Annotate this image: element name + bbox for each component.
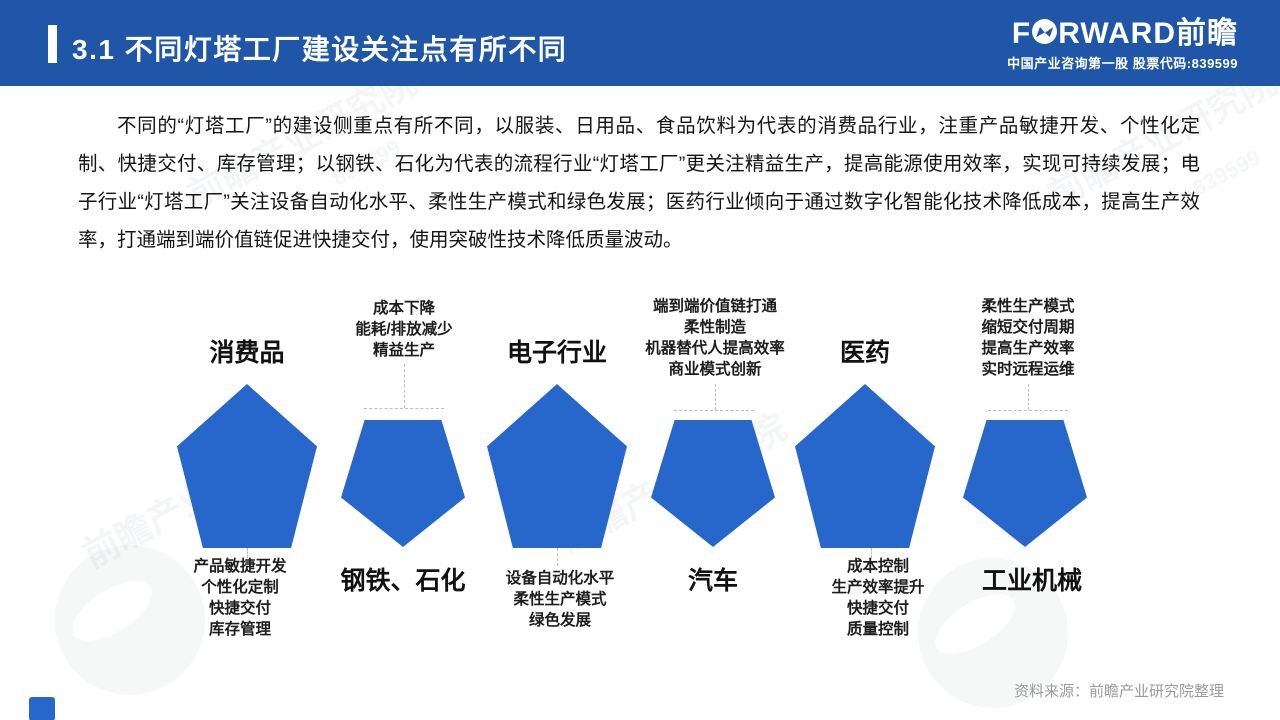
industry-label-electronics: 电子行业 <box>506 339 608 367</box>
point-item: 快捷交付 <box>208 600 272 617</box>
logo-cn-name: 前瞻 <box>1176 17 1238 50</box>
points-consumer-goods: 产品敏捷开发 个性化定制 快捷交付 库存管理 <box>193 556 286 640</box>
title-accent-bar <box>48 25 57 63</box>
point-item: 库存管理 <box>208 621 272 638</box>
pentagon-consumer-goods <box>177 384 317 548</box>
points-steel-petrochemical: 成本下降 能耗/排放减少 精益生产 <box>355 298 452 361</box>
point-item: 提高生产效率 <box>981 340 1075 357</box>
industry-label-steel-petrochemical: 钢铁、石化 <box>340 567 466 595</box>
industry-label-industrial-machinery: 工业机械 <box>981 567 1083 595</box>
point-item: 端到端价值链打通 <box>652 298 778 315</box>
industry-label-automotive: 汽车 <box>687 567 739 595</box>
point-item: 柔性制造 <box>683 319 747 336</box>
pentagon-pharma <box>795 384 935 548</box>
point-item: 个性化定制 <box>201 579 279 596</box>
point-item: 柔性生产模式 <box>981 298 1075 315</box>
connector-line <box>715 384 716 410</box>
intro-paragraph: 不同的“灯塔工厂”的建设侧重点有所不同，以服装、日用品、食品饮料为代表的消费品行… <box>78 115 1200 251</box>
point-item: 精益生产 <box>372 342 435 359</box>
connector-line <box>871 548 872 558</box>
brand-tagline: 中国产业咨询第一股 股票代码:839599 <box>1007 56 1238 71</box>
point-item: 产品敏捷开发 <box>193 558 287 575</box>
connector-line <box>247 548 248 558</box>
point-item: 成本下降 <box>372 300 435 317</box>
logo-o-bird-icon <box>1032 19 1058 44</box>
brand-logo-text: F RWARD前瞻 <box>1007 18 1238 50</box>
point-item: 绿色发展 <box>528 612 592 629</box>
pentagon-steel-petrochemical <box>341 420 465 547</box>
header-bar: 3.1 不同灯塔工厂建设关注点有所不同 F RWARD前瞻 中国产业咨询第一股 股… <box>0 0 1280 86</box>
point-item: 成本控制 <box>846 558 910 575</box>
point-item: 实时远程运维 <box>981 361 1075 378</box>
pentagon-automotive <box>651 420 775 547</box>
point-item: 生产效率提升 <box>831 579 925 596</box>
connector-line <box>557 548 558 566</box>
point-item: 缩短交付周期 <box>981 319 1075 336</box>
connector-line <box>988 410 1068 411</box>
pentagon-industrial-machinery <box>963 420 1087 547</box>
brand-logo: F RWARD前瞻 中国产业咨询第一股 股票代码:839599 <box>1007 18 1238 72</box>
points-automotive: 端到端价值链打通 柔性制造 机器替代人提高效率 商业模式创新 <box>645 296 785 380</box>
point-item: 能耗/排放减少 <box>355 321 453 338</box>
points-electronics: 设备自动化水平 柔性生产模式 绿色发展 <box>506 568 615 631</box>
point-item: 设备自动化水平 <box>505 570 615 587</box>
logo-letter-f: F <box>1011 17 1032 50</box>
point-item: 机器替代人提高效率 <box>645 340 785 357</box>
logo-letters-rward: RWARD <box>1058 17 1176 50</box>
page-title: 3.1 不同灯塔工厂建设关注点有所不同 <box>72 34 568 65</box>
pentagon-electronics <box>487 384 627 548</box>
points-industrial-machinery: 柔性生产模式 缩短交付周期 提高生产效率 实时远程运维 <box>981 296 1074 380</box>
point-item: 柔性生产模式 <box>513 591 607 608</box>
connector-line <box>364 408 444 409</box>
point-item: 质量控制 <box>846 621 910 638</box>
point-item: 快捷交付 <box>846 600 910 617</box>
industry-label-consumer-goods: 消费品 <box>209 339 285 367</box>
watermark-logo-icon <box>55 545 205 695</box>
points-pharma: 成本控制 生产效率提升 快捷交付 质量控制 <box>831 556 924 640</box>
data-source-note: 资料来源：前瞻产业研究院整理 <box>1013 683 1224 700</box>
connector-line <box>674 410 754 411</box>
point-item: 商业模式创新 <box>668 361 762 378</box>
connector-line <box>404 364 405 408</box>
connector-line <box>1028 384 1029 410</box>
industry-label-pharma: 医药 <box>839 339 891 367</box>
corner-logo-mark <box>29 697 55 720</box>
